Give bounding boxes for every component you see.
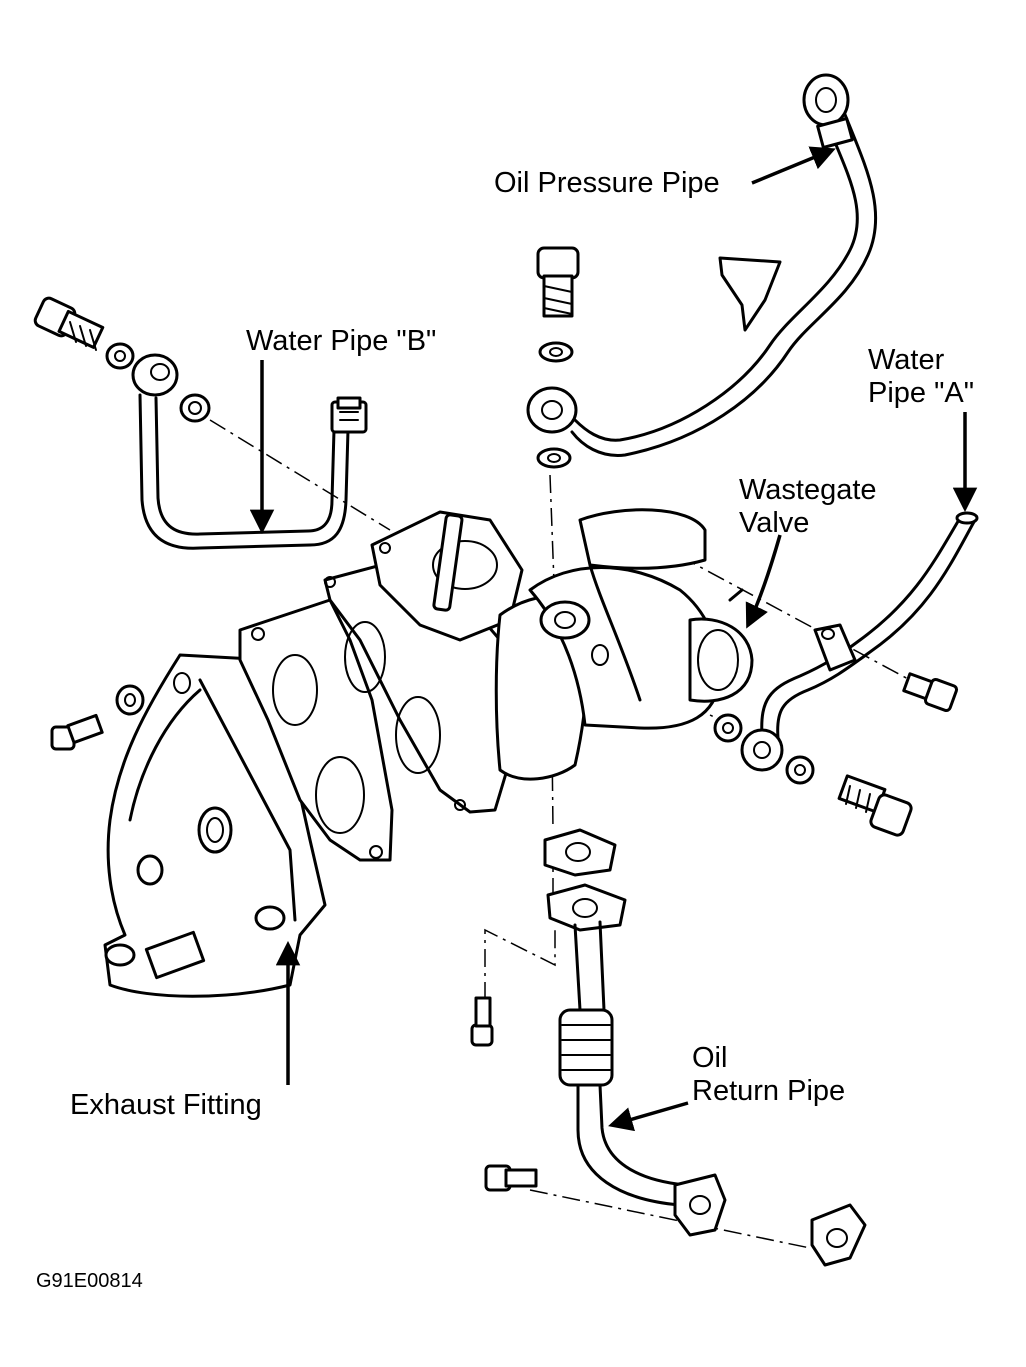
oil-pressure-pipe (526, 73, 878, 457)
oil-return-pipe (470, 828, 867, 1267)
leader-arrows (249, 146, 978, 1132)
label-wastegate-line2: Valve (739, 507, 810, 539)
label-oil-pressure-pipe: Oil Pressure Pipe (494, 167, 720, 199)
exhaust-fitting (103, 653, 327, 998)
label-oil-return-line1: Oil (692, 1042, 728, 1074)
water-pipe-a (713, 511, 979, 837)
label-water-pipe-a-line2: Pipe "A" (868, 377, 975, 409)
label-water-pipe-a-line1: Water (868, 344, 945, 376)
oil-pressure-banjo-bolt (536, 246, 580, 469)
label-oil-return-line2: Return Pipe (692, 1075, 846, 1107)
label-wastegate-line1: Wastegate (739, 474, 877, 506)
label-water-pipe-b: Water Pipe "B" (246, 325, 437, 357)
figure-code: G91E00814 (36, 1270, 143, 1292)
water-pipe-b (33, 296, 368, 550)
turbocharger-body (323, 508, 754, 814)
label-exhaust-fitting: Exhaust Fitting (70, 1089, 262, 1121)
exhaust-gasket (50, 598, 394, 862)
